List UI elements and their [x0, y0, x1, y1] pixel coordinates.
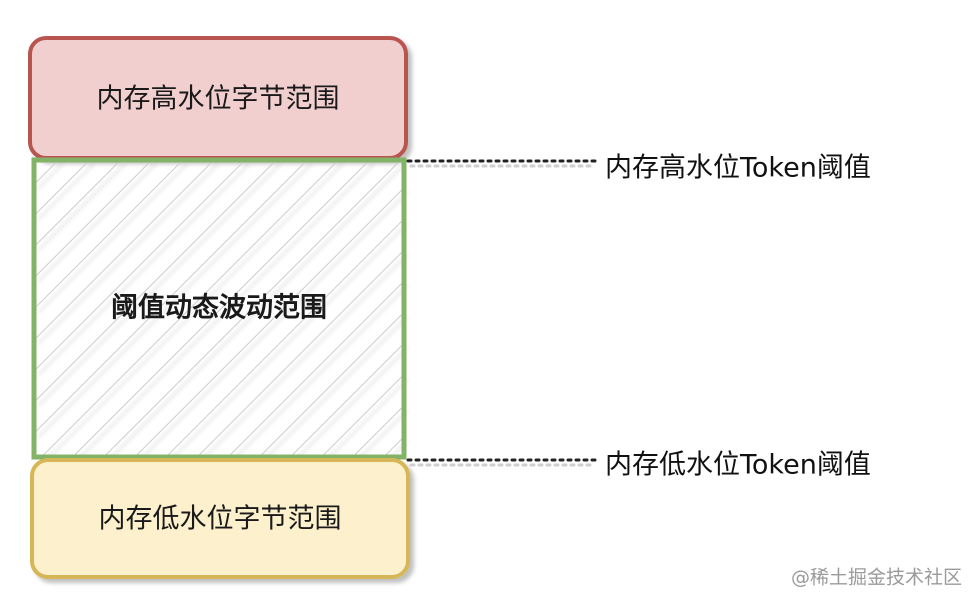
high-threshold-label: 内存高水位Token阈值: [605, 153, 871, 184]
threshold-range-box-label: 阈值动态波动范围: [111, 293, 327, 324]
low-watermark-box-label: 内存低水位字节范围: [99, 504, 342, 535]
low-watermark-box: 内存低水位字节范围: [30, 458, 410, 579]
low-watermark-box-shape: [30, 458, 410, 579]
threshold-range-box: 阈值动态波动范围: [31, 157, 407, 460]
threshold-range-box-border: [31, 157, 407, 460]
low-threshold-label: 内存低水位Token阈值: [605, 450, 871, 481]
high-watermark-box-label: 内存高水位字节范围: [97, 84, 340, 115]
watermark-text: @稀土掘金技术社区: [791, 567, 962, 589]
high-watermark-box: 内存高水位字节范围: [28, 36, 408, 160]
threshold-range-box-fill: [34, 160, 404, 457]
